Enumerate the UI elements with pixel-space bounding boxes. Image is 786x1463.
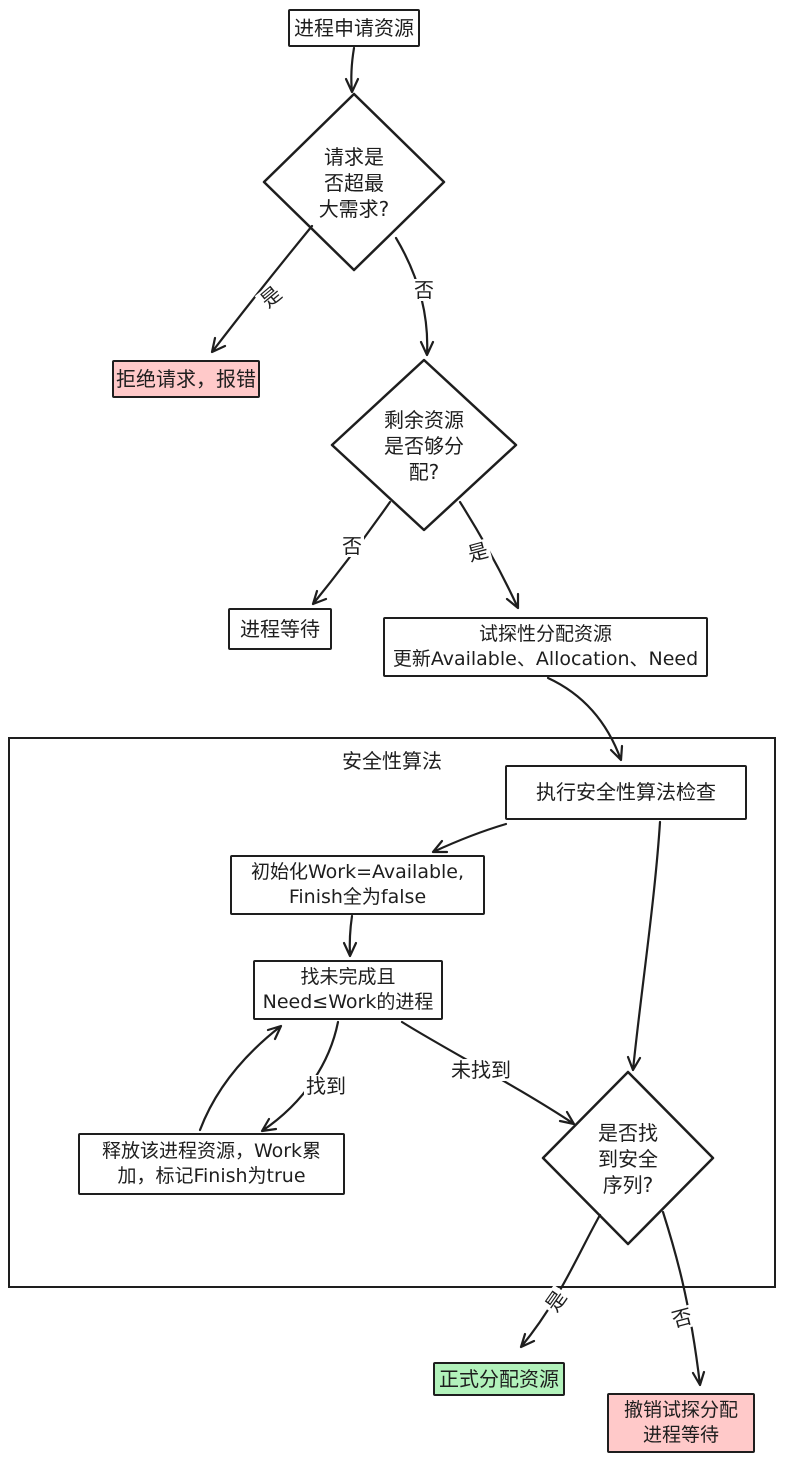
node-process-wait: 进程等待 [228, 608, 332, 650]
group-safety-algorithm: 安全性算法 [8, 737, 776, 1288]
decision-enough-resources-shape [330, 358, 518, 532]
node-start: 进程申请资源 [288, 9, 420, 47]
edge-label-seq-no: 否 [667, 1303, 697, 1333]
node-run-safety-check: 执行安全性算法检查 [505, 765, 747, 820]
edge-label-avail-no: 否 [340, 534, 364, 558]
edge-label-avail-yes: 是 [463, 537, 493, 567]
node-find-process: 找未完成且 Need≤Work的进程 [253, 960, 443, 1020]
node-init-work: 初始化Work=Available, Finish全为false [230, 855, 485, 915]
node-tentative-allocate: 试探性分配资源 更新Available、Allocation、Need [383, 617, 708, 677]
decision-enough-resources-text: 剩余资源 是否够分 配? [384, 408, 464, 484]
decision-exceeds-max-text: 请求是 否超最 大需求? [318, 145, 390, 221]
edge-label-not-found: 未找到 [449, 1058, 513, 1082]
node-rollback-wait: 撤销试探分配 进程等待 [607, 1393, 755, 1453]
edge-label-found: 找到 [304, 1074, 348, 1098]
decision-safe-sequence-shape [541, 1070, 715, 1246]
decision-safe-sequence-text: 是否找 到安全 序列? [598, 1121, 658, 1197]
group-safety-algorithm-title: 安全性算法 [342, 749, 442, 773]
node-release-resources: 释放该进程资源，Work累 加，标记Finish为true [78, 1133, 345, 1195]
node-reject-request: 拒绝请求，报错 [112, 360, 260, 398]
edge-label-max-no: 否 [412, 278, 436, 302]
node-formal-allocate: 正式分配资源 [433, 1362, 565, 1396]
